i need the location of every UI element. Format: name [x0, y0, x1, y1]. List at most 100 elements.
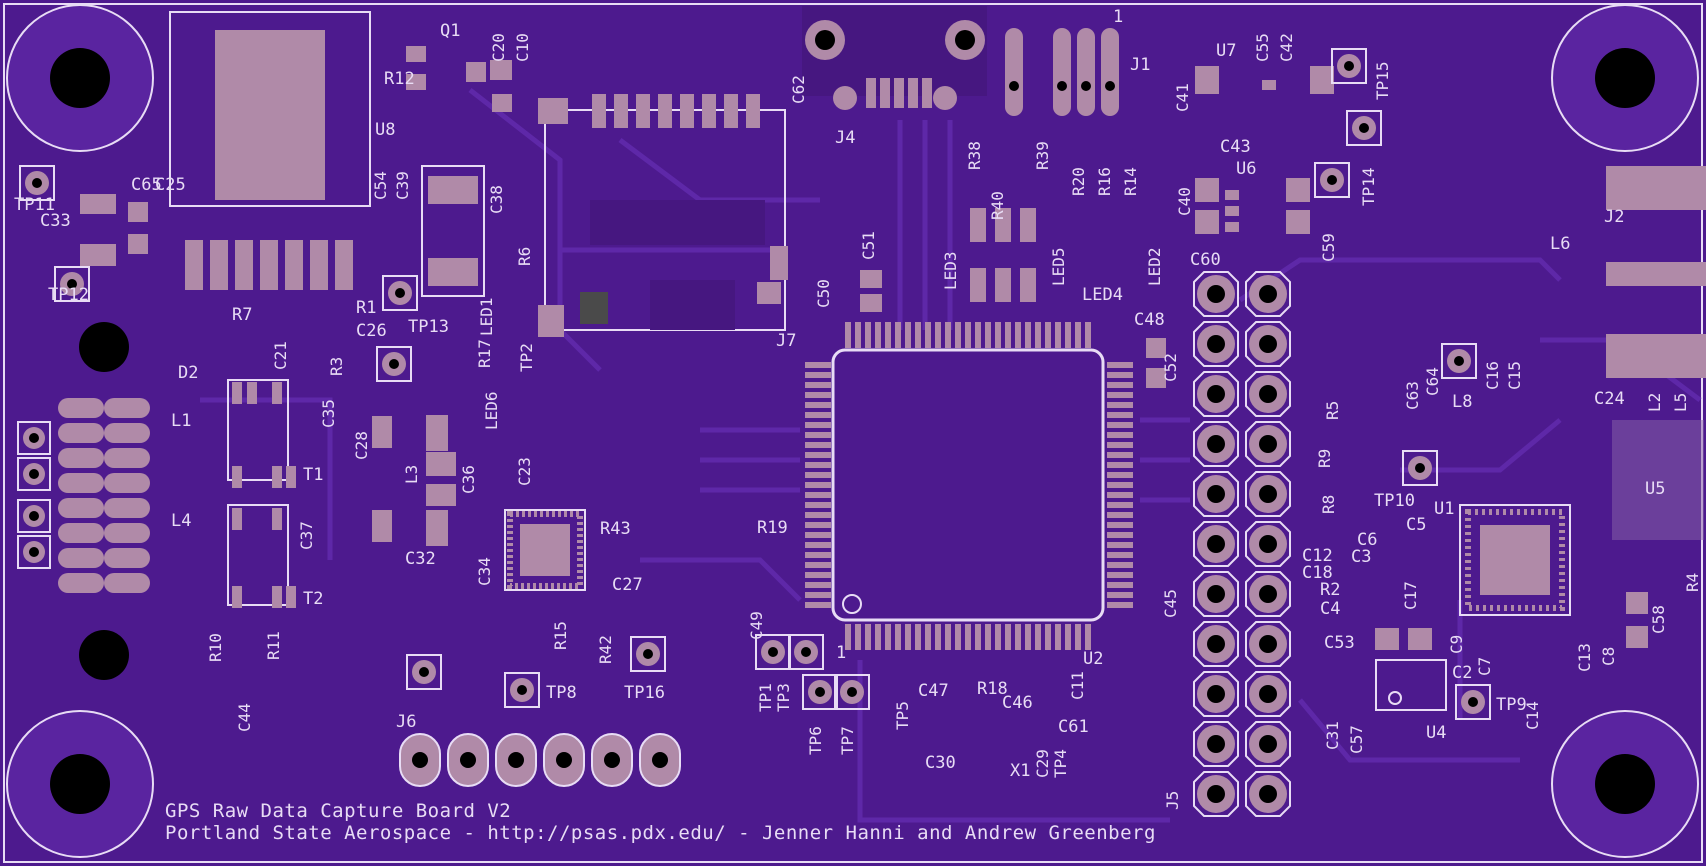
silk-label-vertical: C40	[1175, 187, 1194, 216]
silk-label: L8	[1452, 392, 1472, 412]
silk-label-vertical: C55	[1253, 33, 1272, 62]
silk-label-vertical: R20	[1069, 167, 1088, 196]
silk-label-vertical: C14	[1523, 701, 1542, 730]
silk-label-vertical: LED2	[1145, 247, 1164, 286]
silk-label: J2	[1604, 207, 1624, 227]
silk-label: 1	[836, 643, 846, 663]
left-connector	[17, 398, 150, 593]
silk-label: U7	[1216, 41, 1236, 61]
silk-label: C61	[1058, 717, 1089, 737]
test-points	[19, 48, 1491, 720]
silk-label: C48	[1134, 310, 1165, 330]
u6-u7-chips	[1195, 66, 1334, 234]
silk-label-vertical: C45	[1161, 589, 1180, 618]
silk-label: R2	[1320, 580, 1340, 600]
silk-label-vertical: R40	[988, 191, 1007, 220]
silk-label-vertical: C64	[1423, 367, 1442, 396]
silk-label-vertical: C8	[1599, 647, 1618, 666]
silk-label: T1	[303, 465, 323, 485]
silk-label-vertical: R3	[327, 357, 346, 376]
silk-label-vertical: R4	[1683, 573, 1702, 592]
silk-label: J4	[835, 128, 855, 148]
silk-label-vertical: C62	[789, 75, 808, 104]
silk-label-vertical: R39	[1033, 141, 1052, 170]
silk-label: C5	[1406, 515, 1426, 535]
silk-label-vertical: C11	[1068, 671, 1087, 700]
board-title: GPS Raw Data Capture Board V2	[165, 800, 512, 822]
silk-label-vertical: C28	[352, 431, 371, 460]
silk-label-vertical: C31	[1323, 721, 1342, 750]
silk-label: C6	[1357, 530, 1377, 550]
silk-label: U5	[1645, 479, 1665, 499]
silk-label-vertical: R5	[1323, 401, 1342, 420]
silk-label-vertical: R9	[1315, 449, 1334, 468]
silk-label-vertical: C7	[1475, 657, 1494, 676]
silk-label: U4	[1426, 723, 1446, 743]
silk-label: C32	[405, 549, 436, 569]
silk-label: TP13	[408, 317, 449, 337]
silk-label-vertical: C38	[487, 185, 506, 214]
silk-label-vertical: C20	[489, 33, 508, 62]
silk-label: X1	[1010, 761, 1030, 781]
silk-label: U6	[1236, 159, 1256, 179]
silk-label-vertical: TP15	[1373, 61, 1392, 100]
power-passives	[80, 46, 1648, 711]
silk-label: C60	[1190, 250, 1221, 270]
silk-label: L6	[1550, 234, 1570, 254]
silk-label: C3	[1351, 547, 1371, 567]
silk-label-vertical: C50	[814, 279, 833, 308]
silk-label-vertical: C39	[393, 171, 412, 200]
u3-qfn	[504, 509, 586, 591]
silk-label-vertical: TP4	[1051, 749, 1070, 778]
j1-header	[1005, 28, 1119, 116]
silk-label: C4	[1320, 599, 1340, 619]
silk-label: J6	[396, 712, 416, 732]
silk-label-vertical: C41	[1173, 83, 1192, 112]
silk-label-vertical: R8	[1319, 495, 1338, 514]
silk-label-vertical: C34	[475, 557, 494, 586]
silk-label-vertical: R38	[965, 141, 984, 170]
silk-label: Q1	[440, 21, 460, 41]
silk-label-vertical: TP2	[517, 343, 536, 372]
silk-label: C2	[1452, 663, 1472, 683]
j6-header	[399, 733, 681, 787]
silk-label-vertical: R14	[1121, 167, 1140, 196]
silk-label-vertical: R10	[206, 633, 225, 662]
silk-label: J7	[776, 331, 796, 351]
silk-label-vertical: C9	[1447, 635, 1466, 654]
silk-label-vertical: TP7	[838, 726, 857, 755]
u1-qfn	[1459, 504, 1571, 616]
silk-label-vertical: R11	[264, 631, 283, 660]
silk-label-vertical: TP3	[774, 683, 793, 712]
silk-label-vertical: R15	[551, 621, 570, 650]
silk-label: TP8	[546, 683, 577, 703]
silk-label: C24	[1594, 389, 1625, 409]
silk-label-vertical: C36	[459, 465, 478, 494]
silk-label: L1	[171, 411, 191, 431]
silk-label: L4	[171, 511, 191, 531]
silk-label-vertical: C54	[371, 171, 390, 200]
transformers	[227, 379, 296, 608]
silk-label-vertical: R16	[1095, 167, 1114, 196]
j7-connector	[538, 94, 788, 337]
silk-label-vertical: C59	[1319, 233, 1338, 262]
silk-label-vertical: C13	[1575, 643, 1594, 672]
mounting-holes	[6, 4, 1699, 858]
silk-label-vertical: L3	[402, 465, 421, 484]
silk-label: TP12	[48, 285, 89, 305]
silk-label: C27	[612, 575, 643, 595]
silk-label: J1	[1130, 55, 1150, 75]
silk-label: R19	[757, 518, 788, 538]
u5-rf-area	[1612, 420, 1704, 540]
j5-header	[1193, 271, 1291, 817]
silk-label: TP10	[1374, 491, 1415, 511]
board-credit: Portland State Aerospace - http://psas.p…	[165, 822, 1156, 844]
j4-usb	[802, 6, 987, 110]
silk-label: R7	[232, 305, 252, 325]
silk-label-vertical: C49	[747, 611, 766, 640]
silk-label: C46	[1002, 693, 1033, 713]
silk-label-vertical: C10	[513, 33, 532, 62]
silk-label-vertical: C29	[1033, 749, 1052, 778]
silk-label-vertical: TP1	[756, 683, 775, 712]
